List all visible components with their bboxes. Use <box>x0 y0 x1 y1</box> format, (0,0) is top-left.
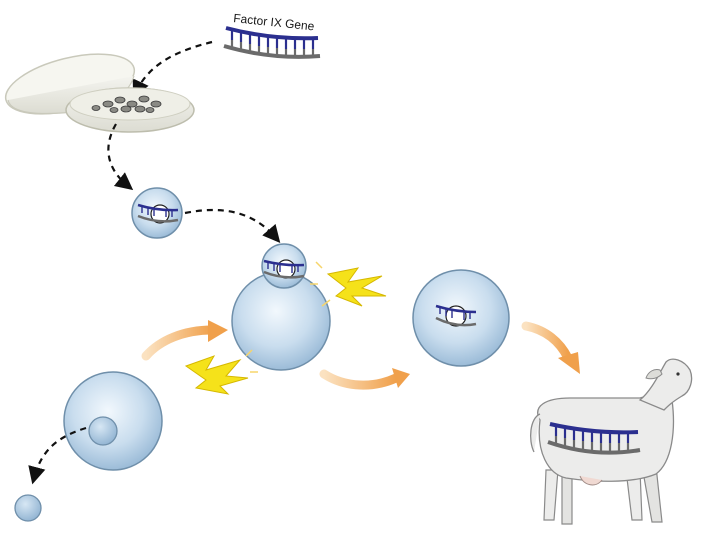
donor-dna-icon <box>263 259 305 279</box>
gene-label: Factor IX Gene <box>233 11 316 33</box>
electric-spark-icon <box>184 349 258 395</box>
dish-to-cell-arrow <box>107 123 134 191</box>
gene-to-dish-arrow <box>132 40 213 98</box>
process-arrow-icon <box>319 368 410 390</box>
cell-dna-icon <box>137 203 179 223</box>
transfected-cell <box>131 187 183 239</box>
process-arrow-icon <box>141 320 228 361</box>
nucleus-removal-arrow <box>28 426 87 485</box>
cell-to-fusion-arrow <box>184 208 281 244</box>
sheep-dna-icon <box>547 422 641 455</box>
dish-colonies <box>91 95 162 113</box>
egg-cell <box>63 371 163 471</box>
electric-spark-icon <box>310 261 387 307</box>
gene-dna-strand-icon <box>223 26 321 59</box>
factor-ix-gene: Factor IX Gene <box>223 11 321 59</box>
cell-fusion <box>231 243 331 371</box>
sheep-icon <box>529 358 693 525</box>
egg-nucleus <box>88 416 118 446</box>
reconstructed-cell <box>412 269 510 367</box>
embryo-dna-icon <box>435 304 477 327</box>
petri-dish-icon <box>4 53 195 133</box>
removed-nucleus <box>14 494 42 522</box>
process-arrow-icon <box>521 321 580 374</box>
